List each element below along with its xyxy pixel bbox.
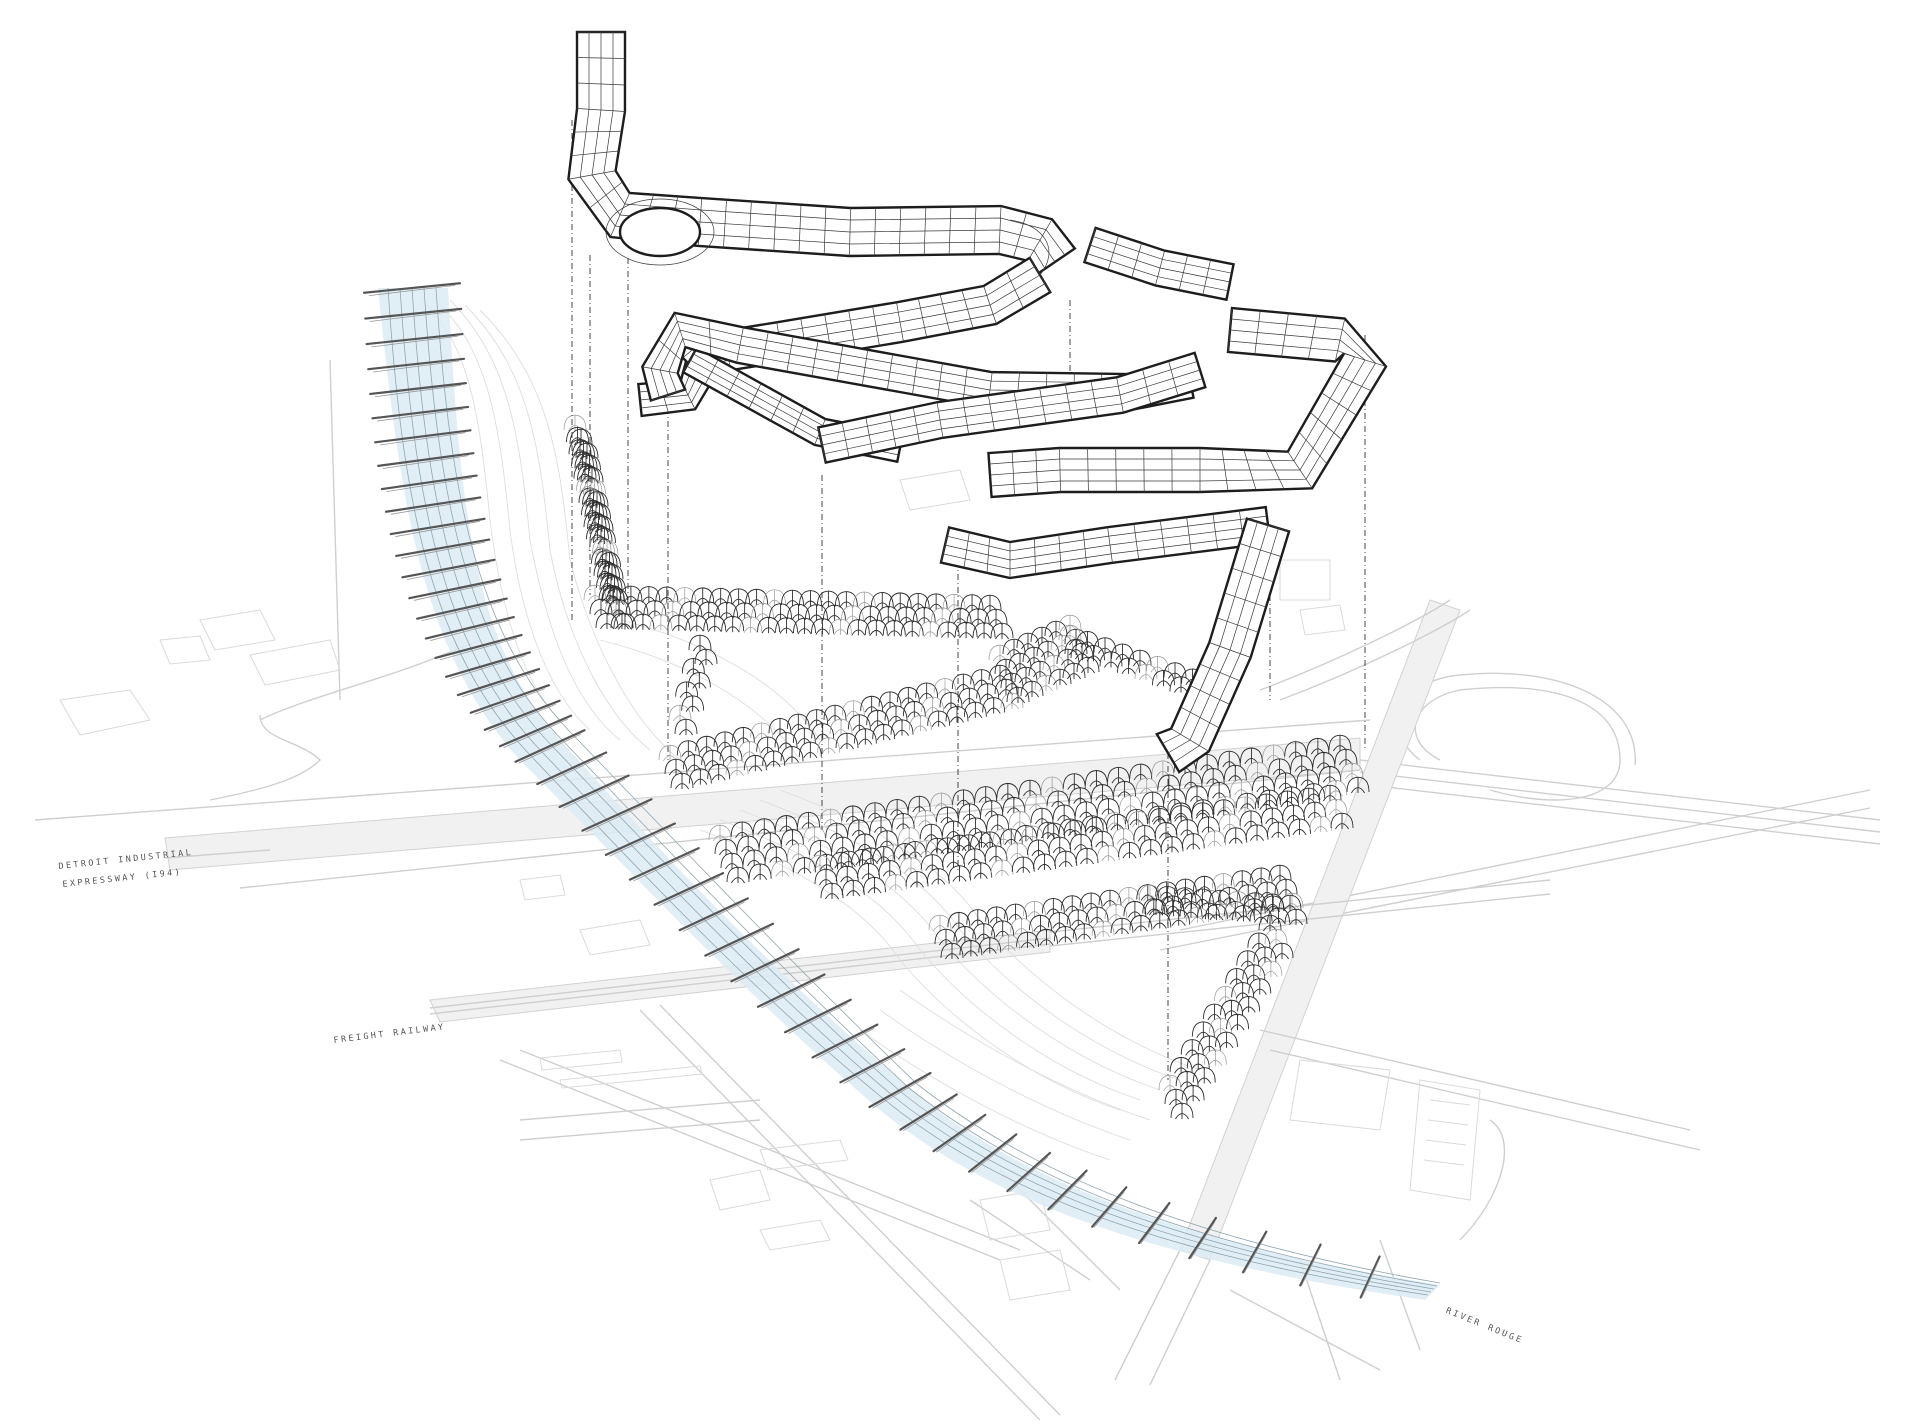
channel-rib [416, 597, 508, 620]
channel-rib [653, 872, 725, 906]
deck-strip [1082, 226, 1235, 302]
channel-rib [868, 1071, 932, 1109]
channel-rib [469, 684, 550, 714]
channel-rib [369, 382, 467, 396]
channel-rib [514, 729, 586, 763]
channel-rib [401, 558, 496, 579]
topographic-contours [419, 299, 1201, 1161]
channel-rib [483, 699, 561, 731]
channel-rib [1241, 1230, 1268, 1274]
channel-rib [1138, 1201, 1171, 1245]
channel-rib [362, 282, 462, 294]
deck-roundabout [618, 206, 702, 258]
channel-rib [364, 307, 463, 320]
channel-rib [756, 973, 826, 1008]
channel-rib [434, 633, 523, 660]
channel-rib [704, 922, 775, 957]
channel-rib [456, 667, 541, 697]
channel-rib [1299, 1243, 1322, 1287]
channel-rib [408, 578, 502, 600]
channel-rib [932, 1113, 987, 1153]
channel-rib [1006, 1151, 1052, 1193]
channel-rib [498, 714, 573, 748]
deck-strip [816, 351, 1207, 465]
channel-rib [783, 998, 852, 1034]
deck-strip [939, 505, 1272, 580]
channel-rib [536, 751, 608, 786]
channel-rib [367, 357, 466, 371]
channel-ribs [362, 282, 1381, 1299]
channel-rib [1359, 1255, 1381, 1299]
channel-rib [839, 1048, 906, 1084]
deck-geometry [567, 30, 1388, 774]
channel-rib [371, 405, 470, 420]
vault-field [563, 414, 1370, 1120]
channel-rib [374, 429, 472, 444]
channel-rib [678, 897, 749, 932]
channel-rib [424, 615, 515, 640]
channel-rib [558, 774, 630, 809]
channel-rib [1091, 1186, 1128, 1228]
channel-rib [1047, 1169, 1088, 1211]
channel-rib [730, 948, 800, 983]
channel-rib [389, 517, 486, 536]
deck-strip [1155, 517, 1291, 774]
context-roads [34, 359, 1881, 1421]
channel-rib [365, 332, 464, 346]
channel-rib [811, 1023, 879, 1059]
channel-rib [1188, 1216, 1218, 1260]
channel-rib [581, 798, 653, 832]
channel-rib [445, 651, 531, 678]
channel-rib [968, 1133, 1018, 1173]
channel-rib [380, 474, 478, 491]
channel-rib [628, 847, 700, 881]
channel-rib [604, 822, 676, 857]
channel-rib [384, 496, 482, 513]
channel-rib [899, 1093, 958, 1131]
channel-rib [377, 452, 475, 467]
channel-rib [395, 538, 491, 558]
